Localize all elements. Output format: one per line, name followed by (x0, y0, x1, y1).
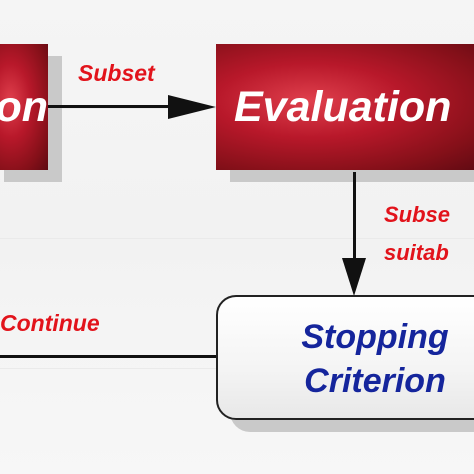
subset-suitable-label-line2: suitab (384, 240, 449, 265)
evaluation-down-arrow-head (342, 258, 366, 296)
continue-label: Continue (0, 310, 100, 336)
stopping-criterion-line2: Criterion (304, 362, 446, 400)
stopping-criterion-text: Stopping Criterion (260, 315, 474, 403)
stopping-criterion-line1: Stopping (301, 318, 449, 356)
background-line (0, 238, 474, 239)
continue-line (0, 355, 216, 358)
stopping-criterion-box: Stopping Criterion (216, 295, 474, 420)
generation-box-label: on (0, 82, 48, 131)
evaluation-down-arrow-line (353, 172, 356, 264)
subset-arrow-line (48, 105, 178, 108)
evaluation-box: Evaluation (216, 44, 474, 170)
subset-suitable-label-line1: Subse (384, 202, 451, 227)
subset-label: Subset (78, 60, 155, 86)
generation-box: on (0, 44, 48, 170)
evaluation-box-label: Evaluation (234, 82, 452, 131)
subset-arrow-head (168, 95, 216, 119)
